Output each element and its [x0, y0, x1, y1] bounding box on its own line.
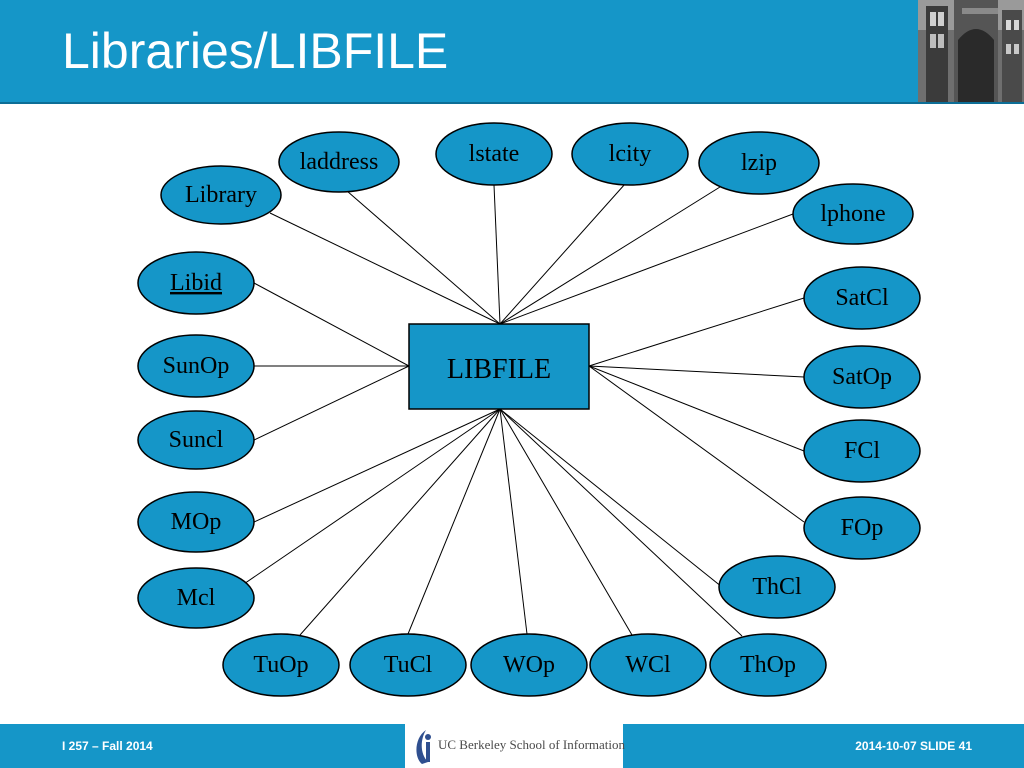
attribute-label-lphone: lphone — [820, 201, 885, 227]
connector-line-lstate — [493, 184, 501, 325]
connector-line-fop — [588, 365, 805, 523]
attribute-oval-laddress — [278, 131, 400, 193]
connector-line-libid — [253, 282, 410, 367]
attribute-oval-lphone — [792, 183, 914, 245]
attribute-tuop: TuOp — [222, 633, 340, 697]
connector-line-fcl — [588, 365, 805, 452]
school-logo-background — [405, 724, 623, 768]
school-logo-text: UC Berkeley School of Information — [438, 737, 626, 752]
entity-label: LIBFILE — [447, 354, 551, 385]
entity-box — [408, 323, 590, 410]
attribute-wop: WOp — [470, 633, 588, 697]
connector-line-lphone — [499, 213, 794, 325]
attribute-label-libid: Libid — [170, 270, 222, 296]
connector-line-thcl — [499, 408, 723, 588]
connector-line-thop — [499, 408, 743, 637]
connector-line-wop — [499, 408, 528, 635]
attribute-oval-tuop — [222, 633, 340, 697]
attribute-oval-fcl — [803, 419, 921, 483]
attribute-libid: Libid — [137, 251, 255, 315]
connector-lines — [237, 181, 805, 637]
connector-line-mcl — [237, 408, 501, 589]
attribute-oval-thop — [709, 633, 827, 697]
attribute-oval-library — [160, 165, 282, 225]
attribute-oval-wop — [470, 633, 588, 697]
attribute-tucl: TuCl — [349, 633, 467, 697]
attribute-label-thcl: ThCl — [752, 574, 802, 600]
header-bar: Libraries/LIBFILE — [0, 0, 1024, 102]
attribute-label-mcl: Mcl — [177, 585, 216, 611]
attribute-label-sunop: SunOp — [163, 353, 230, 379]
attribute-satop: SatOp — [803, 345, 921, 409]
connector-line-wcl — [499, 408, 633, 636]
connector-line-suncl — [253, 365, 410, 441]
attribute-oval-wcl — [589, 633, 707, 697]
attribute-label-satop: SatOp — [832, 364, 892, 390]
attribute-suncl: Suncl — [137, 410, 255, 470]
attribute-oval-tucl — [349, 633, 467, 697]
attribute-satcl: SatCl — [803, 266, 921, 330]
attribute-oval-libid — [137, 251, 255, 315]
entity-group: LIBFILE — [408, 323, 590, 410]
attribute-label-library: Library — [185, 182, 257, 208]
attribute-fcl: FCl — [803, 419, 921, 483]
footer-slide-info: 2014-10-07 SLIDE 41 — [855, 739, 972, 753]
attribute-label-lstate: lstate — [469, 141, 520, 167]
attribute-oval-fop — [803, 496, 921, 560]
attribute-thop: ThOp — [709, 633, 827, 697]
attribute-oval-lstate — [435, 122, 553, 186]
attribute-label-wcl: WCl — [625, 652, 671, 678]
footer-course: I 257 – Fall 2014 — [62, 739, 153, 753]
attribute-wcl: WCl — [589, 633, 707, 697]
attribute-oval-suncl — [137, 410, 255, 470]
attribute-label-satcl: SatCl — [835, 285, 889, 311]
attribute-label-fcl: FCl — [844, 438, 880, 464]
ischool-logo-icon — [416, 730, 431, 764]
connector-line-tuop — [299, 408, 501, 636]
attribute-label-suncl: Suncl — [169, 427, 224, 453]
header-divider — [0, 102, 1024, 104]
attribute-label-lzip: lzip — [741, 150, 777, 176]
attribute-lzip: lzip — [698, 131, 820, 195]
campus-building-photo — [918, 0, 1024, 102]
connector-line-library — [269, 212, 501, 325]
attribute-oval-mop — [137, 491, 255, 553]
attribute-oval-lcity — [571, 122, 689, 186]
attribute-sunop: SunOp — [137, 334, 255, 398]
attribute-label-lcity: lcity — [609, 141, 652, 167]
attribute-lstate: lstate — [435, 122, 553, 186]
attribute-mcl: Mcl — [137, 567, 255, 629]
connector-line-tucl — [407, 408, 501, 635]
connector-line-laddress — [346, 190, 501, 325]
attribute-oval-sunop — [137, 334, 255, 398]
connector-line-lcity — [499, 183, 626, 325]
attribute-oval-lzip — [698, 131, 820, 195]
connector-line-mop — [253, 408, 501, 523]
attribute-lphone: lphone — [792, 183, 914, 245]
slide-title: Libraries/LIBFILE — [62, 23, 449, 79]
attribute-thcl: ThCl — [718, 555, 836, 619]
attribute-oval-thcl — [718, 555, 836, 619]
attribute-label-thop: ThOp — [740, 652, 796, 678]
attribute-fop: FOp — [803, 496, 921, 560]
attribute-label-wop: WOp — [503, 652, 555, 678]
connector-line-lzip — [499, 181, 729, 325]
attribute-laddress: laddress — [278, 131, 400, 193]
attribute-mop: MOp — [137, 491, 255, 553]
attribute-oval-mcl — [137, 567, 255, 629]
attribute-ovals: Library laddress lstate lcity lzip lphoneLibi… — [137, 122, 921, 697]
attribute-label-mop: MOp — [171, 509, 222, 535]
attribute-label-tucl: TuCl — [384, 652, 433, 678]
attribute-oval-satop — [803, 345, 921, 409]
connector-line-satop — [588, 365, 805, 378]
attribute-label-tuop: TuOp — [253, 652, 308, 678]
attribute-library: Library — [160, 165, 282, 225]
attribute-oval-satcl — [803, 266, 921, 330]
attribute-lcity: lcity — [571, 122, 689, 186]
connector-line-satcl — [588, 297, 805, 367]
attribute-label-laddress: laddress — [300, 149, 379, 175]
attribute-label-fop: FOp — [841, 515, 884, 541]
